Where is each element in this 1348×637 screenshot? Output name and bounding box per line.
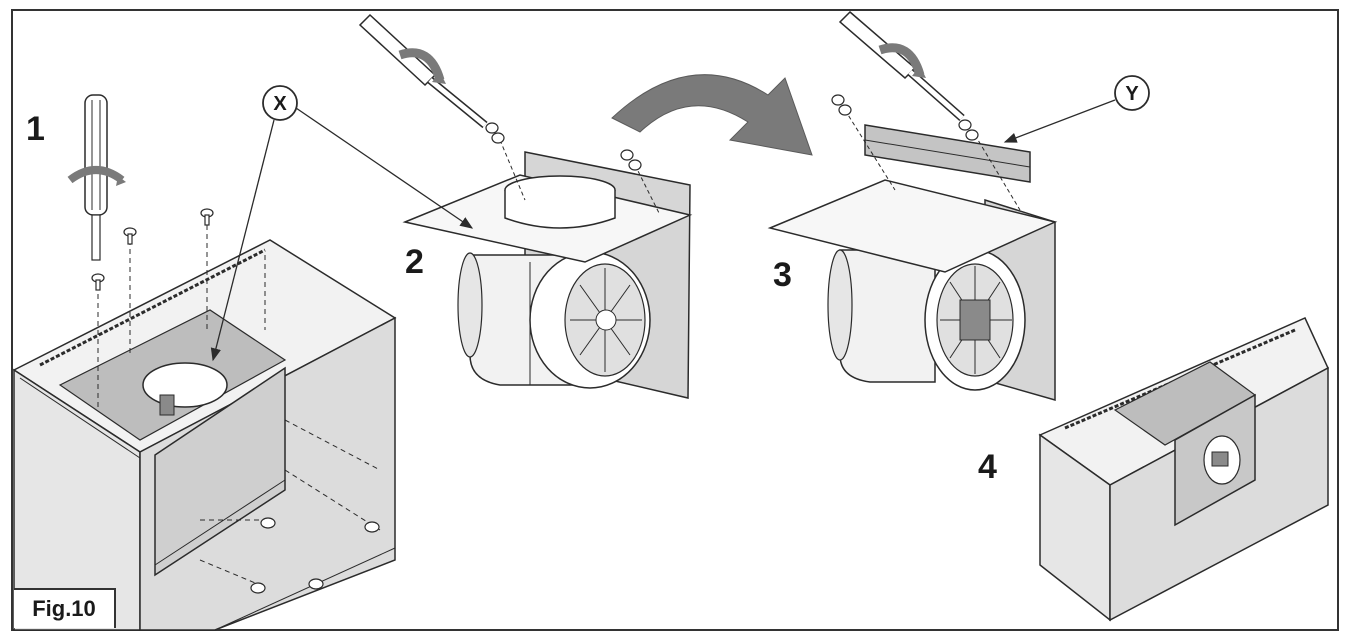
screwdriver-icon: [838, 10, 965, 121]
screwdriver-icon: [358, 13, 488, 129]
figure-caption: Fig.10: [14, 588, 116, 628]
callout-y-label: Y: [1125, 83, 1139, 105]
callout-y: Y: [1003, 75, 1150, 143]
step-label-4: 4: [978, 448, 997, 486]
transition-arrow-icon: [611, 74, 813, 156]
step-label-3: 3: [773, 256, 792, 294]
figure-border: [11, 9, 1339, 631]
step-1-hood-body: [12, 94, 397, 631]
step-label-2: 2: [405, 243, 424, 281]
step-label-1: 1: [26, 110, 45, 148]
callout-x: X: [210, 85, 474, 362]
step-2-blower-assembly: [358, 13, 693, 399]
step-3-blower-assembly: [767, 10, 1058, 401]
step-4-assembled-hood: [1038, 317, 1329, 622]
screwdriver-icon: [67, 94, 126, 261]
callout-x-label: X: [273, 93, 287, 115]
